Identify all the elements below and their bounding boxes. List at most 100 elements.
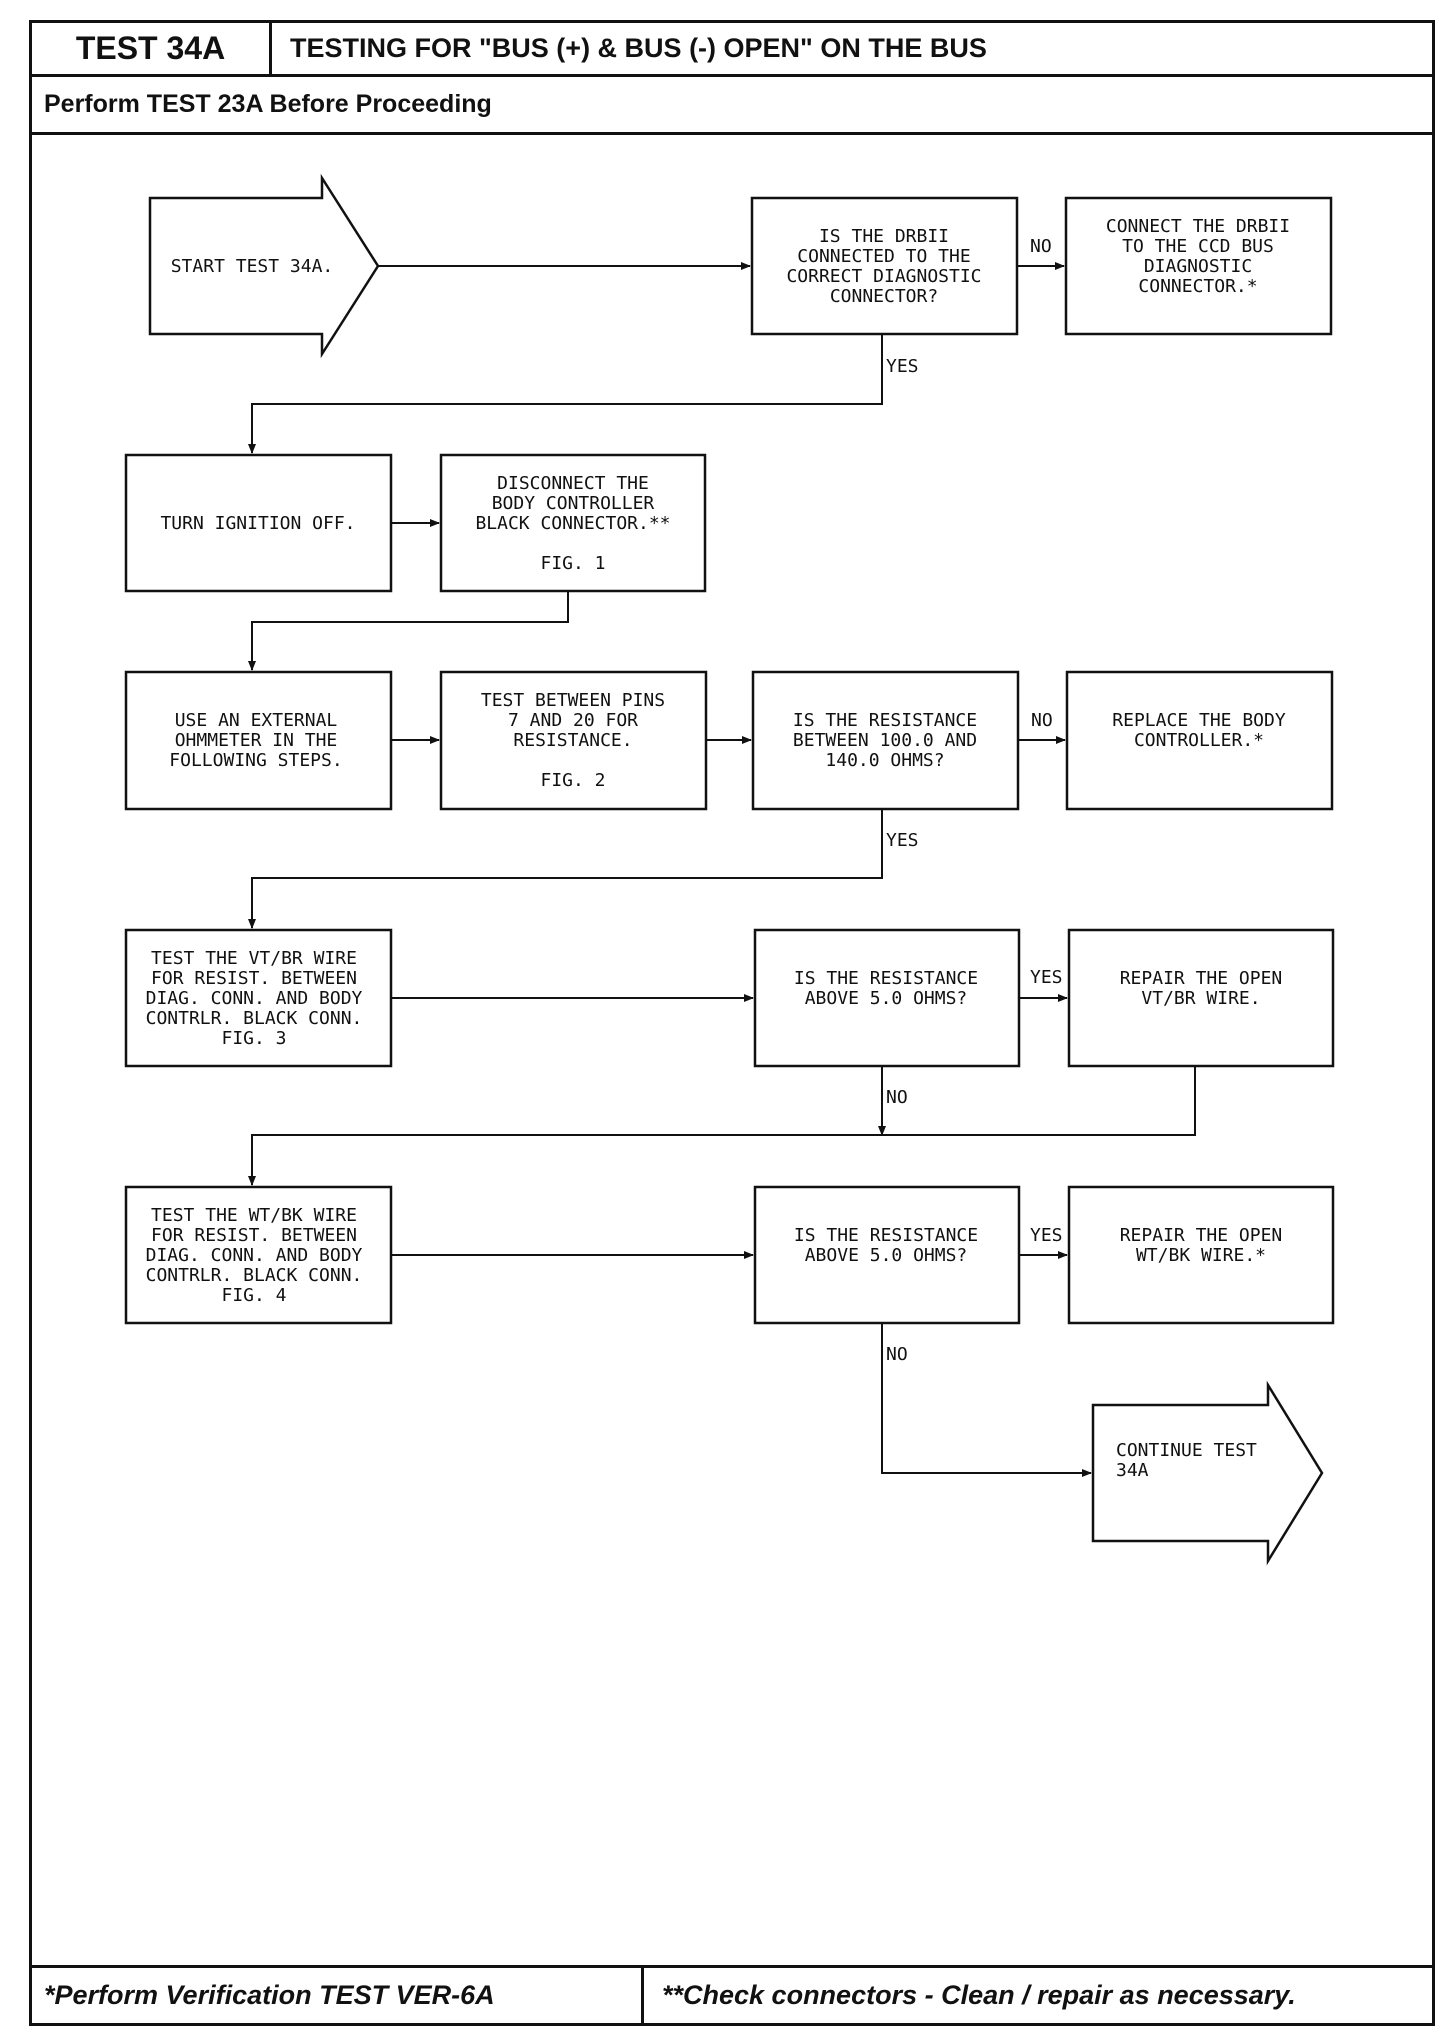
page-frame: TEST 34A TESTING FOR "BUS (+) & BUS (-) … [29, 20, 1435, 2026]
branch-label-no: NO [1030, 236, 1052, 257]
node-text-line: TO THE CCD BUS [1122, 236, 1274, 257]
test-id: TEST 34A [32, 23, 272, 74]
ignition-off-box [124, 453, 393, 593]
node-text-line: FOLLOWING STEPS. [169, 750, 342, 771]
wtbk-question-box [753, 1185, 1021, 1325]
test-title: TESTING FOR "BUS (+) & BUS (-) OPEN" ON … [290, 33, 987, 63]
node-text-line: FIG. 1 [540, 553, 605, 574]
node-text-line: CONTINUE TEST [1116, 1440, 1257, 1461]
node-text-line: FOR RESIST. BETWEEN [151, 968, 357, 989]
footer-row: *Perform Verification TEST VER-6A **Chec… [32, 1965, 1432, 2023]
node-text-line: FOR RESIST. BETWEEN [151, 1225, 357, 1246]
connectors [248, 262, 1196, 1477]
yes-to-vtbr-line [248, 809, 883, 929]
test-vtbr-box [124, 928, 393, 1068]
node-text-line: BLACK CONNECTOR.** [475, 513, 670, 534]
node-text-line: CONNECTOR? [830, 286, 938, 307]
node-text-line: OHMMETER IN THE [175, 730, 338, 751]
node-text-line: IS THE RESISTANCE [793, 710, 977, 731]
yes-to-ignition-line [248, 334, 883, 454]
disconnect-to-ohmmeter-line [248, 591, 569, 671]
node-text-line: FIG. 2 [540, 770, 605, 791]
drb-question-box [750, 196, 1019, 336]
start-arrow-shape [148, 173, 380, 359]
node-text-line: TEST THE WT/BK WIRE [151, 1205, 357, 1226]
verification-note: *Perform Verification TEST VER-6A [32, 1968, 644, 2023]
ohmmeter-box [124, 670, 393, 811]
connect-drb-box [1064, 196, 1333, 336]
node-text-line: ABOVE 5.0 OHMS? [805, 988, 968, 1009]
prerequisite-note: Perform TEST 23A Before Proceeding [32, 77, 1432, 135]
node-text-line: CORRECT DIAGNOSTIC [786, 266, 981, 287]
node-text-line: DIAGNOSTIC [1144, 256, 1252, 277]
branch-label-yes: YES [886, 830, 919, 851]
node-text-line: CONNECT THE DRBII [1106, 216, 1290, 237]
merge-to-wtbk-line [248, 1134, 882, 1186]
vtbr-question-box [753, 928, 1021, 1068]
branch-label-no: NO [1031, 710, 1053, 731]
branch-label-yes: YES [1030, 1225, 1063, 1246]
node-text-line: 34A [1116, 1460, 1149, 1481]
node-text-line: BETWEEN 100.0 AND [793, 730, 977, 751]
continue-arrow-shape [1091, 1380, 1324, 1566]
disconnect-box [439, 453, 707, 593]
repair-wtbk-box [1067, 1185, 1335, 1325]
no-to-continue-line [881, 1323, 1092, 1477]
node-text-line: TEST BETWEEN PINS [481, 690, 665, 711]
repair-vtbr-return-line [882, 1066, 1196, 1136]
node-text-line: START TEST 34A. [171, 256, 334, 277]
branch-label-yes: YES [1030, 967, 1063, 988]
ignition-off-text: TURN IGNITION OFF. [160, 513, 355, 534]
branch-label-no: NO [886, 1087, 908, 1108]
node-text-line: FIG. 4 [221, 1285, 286, 1306]
repair-vtbr-box [1067, 928, 1335, 1068]
node-text-line: RESISTANCE. [513, 730, 632, 751]
node-text-line: CONNECTED TO THE [797, 246, 970, 267]
node-text-line: ABOVE 5.0 OHMS? [805, 1245, 968, 1266]
connector-note: **Check connectors - Clean / repair as n… [662, 1980, 1296, 2010]
node-text-line: REPAIR THE OPEN [1120, 968, 1283, 989]
node-text-line: IS THE RESISTANCE [794, 968, 978, 989]
replace-body-box [1065, 670, 1334, 811]
node-text-line: DISCONNECT THE [497, 473, 649, 494]
test-pins-box [439, 670, 708, 811]
resistance-question-box [751, 670, 1020, 811]
branch-label-no: NO [886, 1344, 908, 1365]
node-text-line: DIAG. CONN. AND BODY [146, 988, 363, 1009]
node-text-line: BODY CONTROLLER [492, 493, 655, 514]
node-text-line: CONNECTOR.* [1138, 276, 1257, 297]
start-text: START TEST 34A. [171, 256, 334, 277]
node-text-line: 7 AND 20 FOR [508, 710, 638, 731]
node-text-line: USE AN EXTERNAL [175, 710, 338, 731]
node-text-line: VT/BR WIRE. [1141, 988, 1260, 1009]
node-text-line: 140.0 OHMS? [825, 750, 944, 771]
node-text-line: FIG. 3 [221, 1028, 286, 1049]
node-text-line: IS THE RESISTANCE [794, 1225, 978, 1246]
node-text-line: CONTRLR. BLACK CONN. [146, 1265, 363, 1286]
header-row: TEST 34A TESTING FOR "BUS (+) & BUS (-) … [32, 23, 1432, 77]
node-text-line: IS THE DRBII [819, 226, 949, 247]
node-text-line: TEST THE VT/BR WIRE [151, 948, 357, 969]
node-text-line: DIAG. CONN. AND BODY [146, 1245, 363, 1266]
node-text-line: REPAIR THE OPEN [1120, 1225, 1283, 1246]
node-text-line: CONTRLR. BLACK CONN. [146, 1008, 363, 1029]
node-text-line: TURN IGNITION OFF. [160, 513, 355, 534]
branch-label-yes: YES [886, 356, 919, 377]
node-text-line: REPLACE THE BODY [1112, 710, 1286, 731]
node-text-line: WT/BK WIRE.* [1136, 1245, 1266, 1266]
